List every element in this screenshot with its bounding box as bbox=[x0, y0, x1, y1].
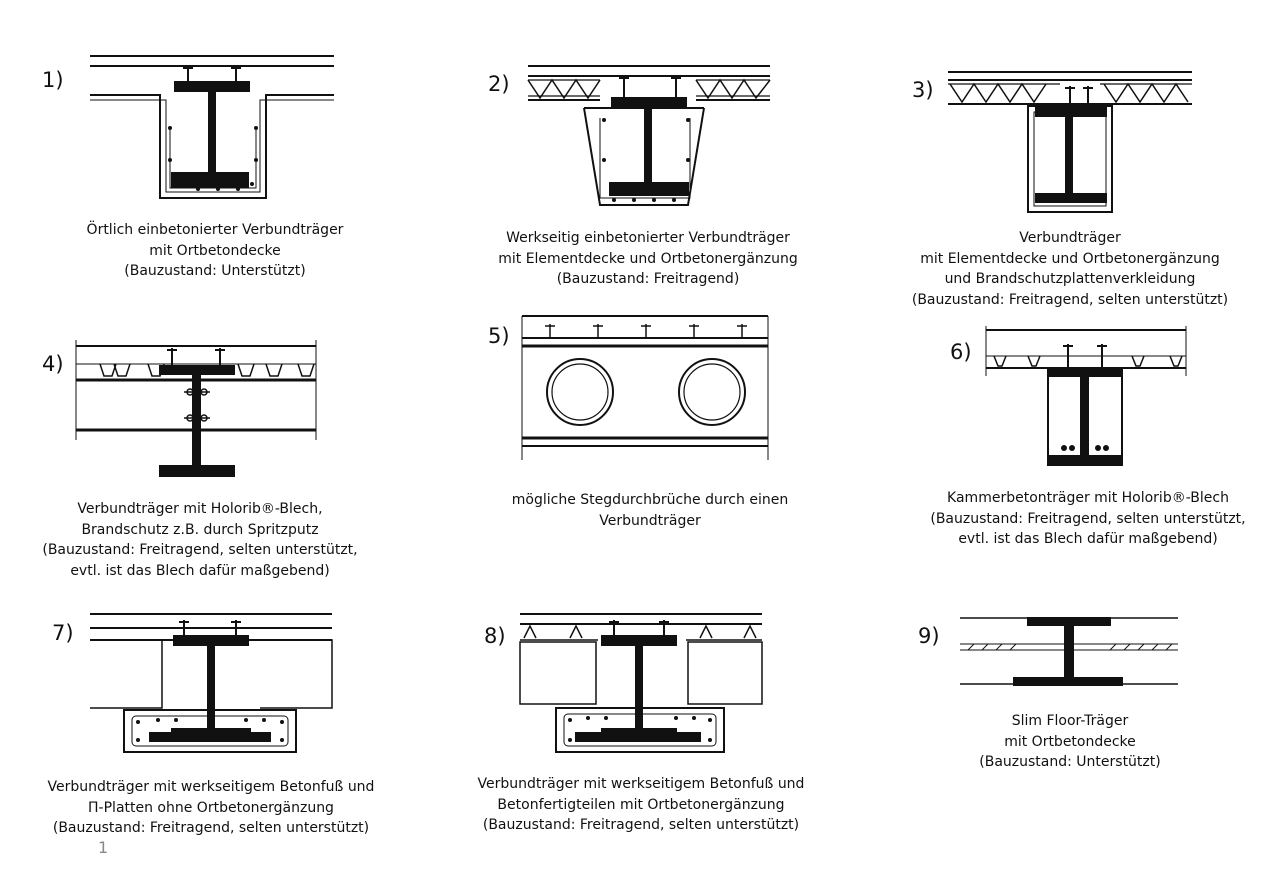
figure-5-elevation bbox=[521, 315, 769, 460]
panel-2-number: 2) bbox=[488, 72, 510, 96]
page-number: 1 bbox=[98, 838, 109, 857]
panel-9-number: 9) bbox=[918, 624, 940, 648]
panel-7-caption: Verbundträger mit werkseitigem Betonfuß … bbox=[47, 779, 375, 836]
panel-4-caption: Verbundträger mit Holorib®-Blech,Brandsc… bbox=[42, 501, 358, 579]
figure-4-cross-section bbox=[75, 340, 317, 477]
panel-8-caption: Verbundträger mit werkseitigem Betonfuß … bbox=[477, 776, 805, 833]
panel-6-caption: Kammerbetonträger mit Holorib®-Blech(Bau… bbox=[930, 490, 1246, 547]
panel-1-number: 1) bbox=[42, 68, 64, 92]
figure-9-cross-section bbox=[960, 617, 1178, 686]
panel-8-number: 8) bbox=[484, 624, 506, 648]
panel-4-number: 4) bbox=[42, 352, 64, 376]
figure-8-cross-section bbox=[519, 613, 763, 753]
figure-3-cross-section bbox=[948, 71, 1192, 213]
figure-6-cross-section bbox=[985, 326, 1187, 466]
panel-3-number: 3) bbox=[912, 78, 934, 102]
figure-7-cross-section bbox=[90, 613, 333, 753]
figure-1-cross-section bbox=[90, 55, 334, 199]
panel-5-number: 5) bbox=[488, 324, 510, 348]
panel-6-number: 6) bbox=[950, 340, 972, 364]
figure-2-cross-section bbox=[527, 65, 771, 206]
panel-7-number: 7) bbox=[52, 621, 74, 645]
